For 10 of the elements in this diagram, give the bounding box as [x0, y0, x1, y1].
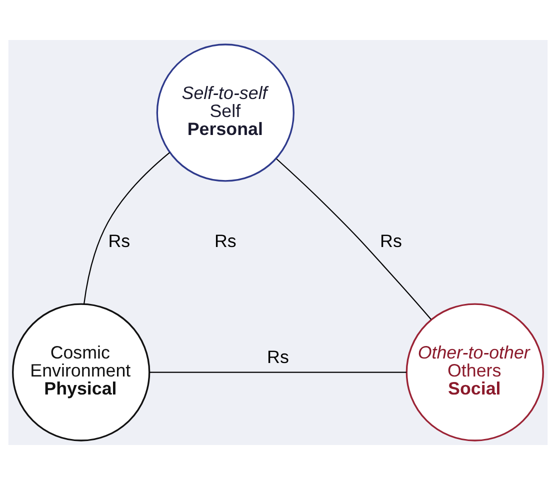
node-circle: Other-to-other Others Social: [406, 302, 544, 441]
edge-label: Rs: [380, 230, 402, 250]
label: Rs: [214, 230, 236, 250]
node-circle: Cosmic Environment Physical: [12, 302, 150, 441]
connector: [150, 371, 406, 372]
connector: [83, 152, 170, 304]
connector: [276, 158, 432, 320]
node-circle: Self-to-self Self Personal: [156, 43, 294, 182]
edge-label: Rs: [108, 230, 130, 250]
edge-label: Rs: [267, 346, 289, 367]
